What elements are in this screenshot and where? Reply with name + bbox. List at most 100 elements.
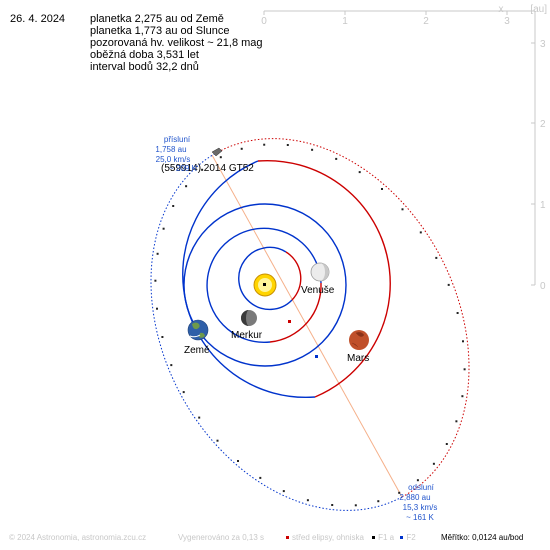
asteroid-body: [211, 147, 223, 157]
earth: [187, 319, 209, 341]
ellipse-center-marker: [288, 320, 291, 323]
orbit-point-marker: [263, 143, 266, 146]
orbit-point-marker: [416, 479, 419, 482]
y-tick-label-2: 2: [540, 119, 546, 130]
orbit-point-marker: [219, 156, 222, 159]
info-panel: planetka 2,275 au od Země planetka 1,773…: [90, 13, 263, 73]
legend-center-label: střed elipsy, ohniska: [292, 533, 364, 542]
legend-center-swatch: [286, 535, 289, 539]
mars: [349, 330, 369, 350]
orbit-point-marker: [185, 185, 188, 188]
generation-time: Vygenerováno za 0,13 s: [178, 533, 264, 542]
orbit-point-marker: [282, 490, 285, 493]
info-orbital-period: oběžná doba 3,531 let: [90, 49, 199, 61]
focus-f1-marker: [263, 283, 266, 286]
mars-orbit-blue: [182, 160, 316, 399]
orbit-point-marker: [462, 340, 464, 343]
legend: střed elipsy, ohniska F1 a F2: [286, 533, 416, 542]
aphelion-title: odsluní: [408, 483, 435, 492]
orbit-point-marker: [182, 391, 185, 394]
legend-f2-swatch: [400, 535, 404, 539]
orbit-point-marker: [435, 256, 438, 259]
mars-orbit-red: [257, 159, 391, 398]
mercury-label: Merkur: [231, 330, 263, 341]
orbit-point-marker: [358, 171, 361, 174]
footer: © 2024 Astronomia, astronomia.zcu.cz Vyg…: [0, 533, 550, 547]
orbit-point-marker: [445, 443, 448, 445]
mars-shade: [351, 332, 365, 348]
orbit-point-marker: [463, 368, 466, 371]
earth-orbit: [183, 203, 347, 367]
orbit-point-marker: [354, 504, 357, 507]
planet-orbits: [182, 159, 391, 399]
orbit-point-marker: [170, 364, 173, 367]
apsis-line: [211, 154, 403, 498]
asteroid-orbit: [150, 138, 470, 511]
aphelion-speed: 15,3 km/s: [403, 503, 438, 512]
x-axis-label: x: [499, 4, 504, 15]
y-tick-label-3: 3: [540, 39, 546, 50]
orbit-point-marker: [216, 439, 219, 442]
orbit-point-marker: [172, 205, 175, 207]
orbit-point-marker: [156, 252, 159, 255]
scale-text: Měřítko: 0,0124 au/bod: [441, 533, 524, 542]
earth-label: Země: [184, 345, 210, 356]
mars-label: Mars: [347, 353, 369, 364]
mercury: [241, 310, 257, 326]
date-label: 26. 4. 2024: [10, 13, 66, 25]
orbit-point-marker: [259, 476, 262, 479]
perihelion-title: přísluní: [164, 135, 191, 144]
perihelion-distance: 1,758 au: [155, 145, 186, 154]
venus: [310, 262, 330, 282]
aphelion-distance: 2,880 au: [399, 493, 430, 502]
info-sun-distance: planetka 1,773 au od Slunce: [90, 25, 230, 37]
asteroid-orbit-red: [217, 138, 470, 498]
earth-disc: [187, 319, 209, 341]
mercury-shade: [241, 310, 249, 326]
venus-orbit-red: [269, 282, 322, 343]
x-tick-label-2: 2: [423, 16, 429, 27]
y-tick-label-0: 0: [540, 281, 546, 292]
aphelion-temperature: ~ 161 K: [406, 513, 434, 522]
orbit-point-marker: [331, 504, 334, 506]
orbit-point-marker: [156, 307, 158, 310]
info-magnitude: pozorovaná hv. velikost ~ 21,8 mag: [90, 37, 263, 49]
axes: 0 1 2 3 x [au] 3 2 1 0: [261, 4, 547, 292]
orbit-point-marker: [398, 491, 401, 494]
orbit-point-marker: [401, 208, 404, 211]
mercury-orbit-blue: [238, 246, 293, 311]
asteroid-orbit-points: [154, 143, 466, 507]
orbit-point-marker: [419, 231, 422, 234]
legend-f2-label: F2: [406, 533, 416, 542]
legend-f1-swatch: [372, 535, 376, 539]
x-tick-label-3: 3: [504, 16, 510, 27]
perihelion-speed: 25,0 km/s: [156, 155, 191, 164]
orbit-point-marker: [456, 312, 459, 314]
unit-label: [au]: [530, 4, 547, 15]
asteroid-marker-icon: [211, 147, 223, 157]
y-tick-label-1: 1: [540, 200, 546, 211]
orbit-point-marker: [311, 148, 314, 151]
sun: [253, 273, 277, 297]
legend-f1-label: F1 a: [378, 533, 395, 542]
orbit-point-marker: [335, 157, 338, 160]
earth-land: [192, 322, 205, 338]
x-tick-label-0: 0: [261, 16, 267, 27]
venus-shade: [320, 263, 329, 281]
orbit-point-marker: [447, 283, 450, 286]
asteroid-name-label: (559914) 2014 GT52: [161, 163, 254, 174]
venus-label: Venuše: [301, 285, 335, 296]
orbit-point-marker: [161, 336, 164, 338]
orbit-point-marker: [381, 188, 383, 190]
orbit-point-marker: [162, 227, 165, 230]
copyright-text: © 2024 Astronomia, astronomia.zcu.cz: [9, 533, 147, 542]
orbit-point-marker: [455, 420, 458, 423]
orbit-point-marker: [198, 416, 201, 419]
orbit-point-marker: [286, 144, 289, 146]
earth-clouds: [189, 334, 201, 338]
orbit-point-marker: [377, 500, 380, 503]
perihelion-info: přísluní 1,758 au 25,0 km/s ~ 209 K: [155, 135, 197, 173]
aphelion-info: odsluní 2,880 au 15,3 km/s ~ 161 K: [399, 483, 437, 522]
